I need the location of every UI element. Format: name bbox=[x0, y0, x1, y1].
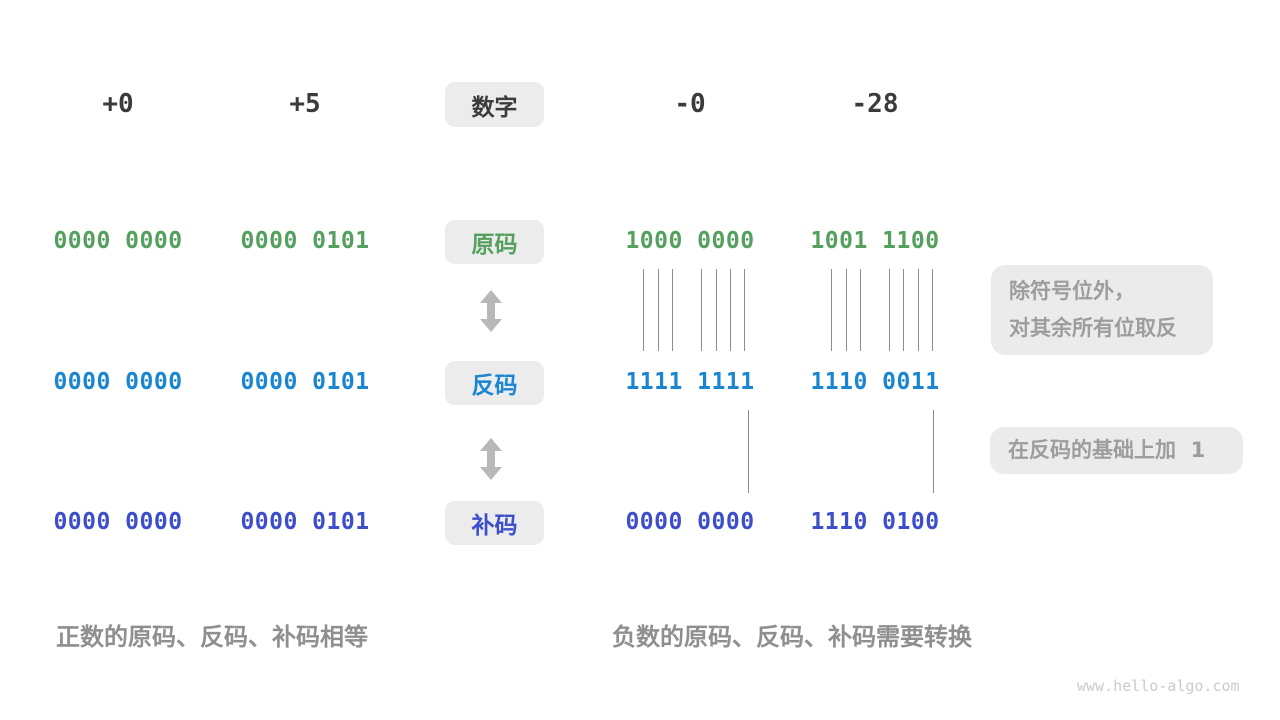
note-flip-bits-line1: 除符号位外， bbox=[1009, 279, 1135, 303]
bit-flip-line bbox=[701, 269, 702, 351]
ones-complement-tag: 反码 bbox=[445, 361, 544, 405]
header-value-plus5: +5 bbox=[289, 89, 321, 119]
bit-flip-line bbox=[860, 269, 861, 351]
header-value-minus0: -0 bbox=[674, 89, 706, 119]
note-add-one: 在反码的基础上加 1 bbox=[990, 427, 1243, 474]
updown-arrow-icon bbox=[480, 290, 502, 332]
bit-flip-line bbox=[744, 269, 745, 351]
ones-complement-minus28: 1110 0011 bbox=[810, 369, 940, 395]
add-one-line bbox=[748, 410, 749, 493]
sign-magnitude-minus28: 1001 1100 bbox=[810, 228, 940, 254]
header-label-number: 数字 bbox=[445, 82, 544, 127]
bit-flip-line bbox=[658, 269, 659, 351]
updown-arrow-icon bbox=[480, 438, 502, 480]
caption-negative: 负数的原码、反码、补码需要转换 bbox=[612, 623, 972, 651]
bit-flip-line bbox=[730, 269, 731, 351]
twos-complement-minus28: 1110 0100 bbox=[810, 509, 940, 535]
sign-magnitude-tag: 原码 bbox=[445, 220, 544, 264]
sign-magnitude-minus0: 1000 0000 bbox=[625, 228, 755, 254]
note-flip-bits-line2: 对其余所有位取反 bbox=[1009, 316, 1177, 340]
ones-complement-plus0: 0000 0000 bbox=[53, 369, 183, 395]
twos-complement-tag: 补码 bbox=[445, 501, 544, 545]
header-value-plus0: +0 bbox=[102, 89, 134, 119]
bit-flip-line bbox=[932, 269, 933, 351]
watermark-url: www.hello-algo.com bbox=[1077, 677, 1240, 695]
header-value-minus28: -28 bbox=[851, 89, 899, 119]
note-add-one-text: 在反码的基础上加 1 bbox=[1008, 438, 1206, 462]
twos-complement-plus0: 0000 0000 bbox=[53, 509, 183, 535]
bit-flip-line bbox=[672, 269, 673, 351]
bit-flip-line bbox=[831, 269, 832, 351]
twos-complement-minus0: 0000 0000 bbox=[625, 509, 755, 535]
bit-flip-line bbox=[903, 269, 904, 351]
add-one-line bbox=[933, 410, 934, 493]
caption-positive: 正数的原码、反码、补码相等 bbox=[56, 623, 368, 651]
sign-magnitude-plus5: 0000 0101 bbox=[240, 228, 370, 254]
ones-complement-minus0: 1111 1111 bbox=[625, 369, 755, 395]
ones-complement-plus5: 0000 0101 bbox=[240, 369, 370, 395]
note-flip-bits: 除符号位外， 对其余所有位取反 bbox=[991, 265, 1213, 355]
twos-complement-plus5: 0000 0101 bbox=[240, 509, 370, 535]
bit-flip-line bbox=[918, 269, 919, 351]
bit-flip-line bbox=[643, 269, 644, 351]
sign-magnitude-plus0: 0000 0000 bbox=[53, 228, 183, 254]
bit-flip-line bbox=[716, 269, 717, 351]
bit-flip-line bbox=[846, 269, 847, 351]
bit-flip-line bbox=[889, 269, 890, 351]
